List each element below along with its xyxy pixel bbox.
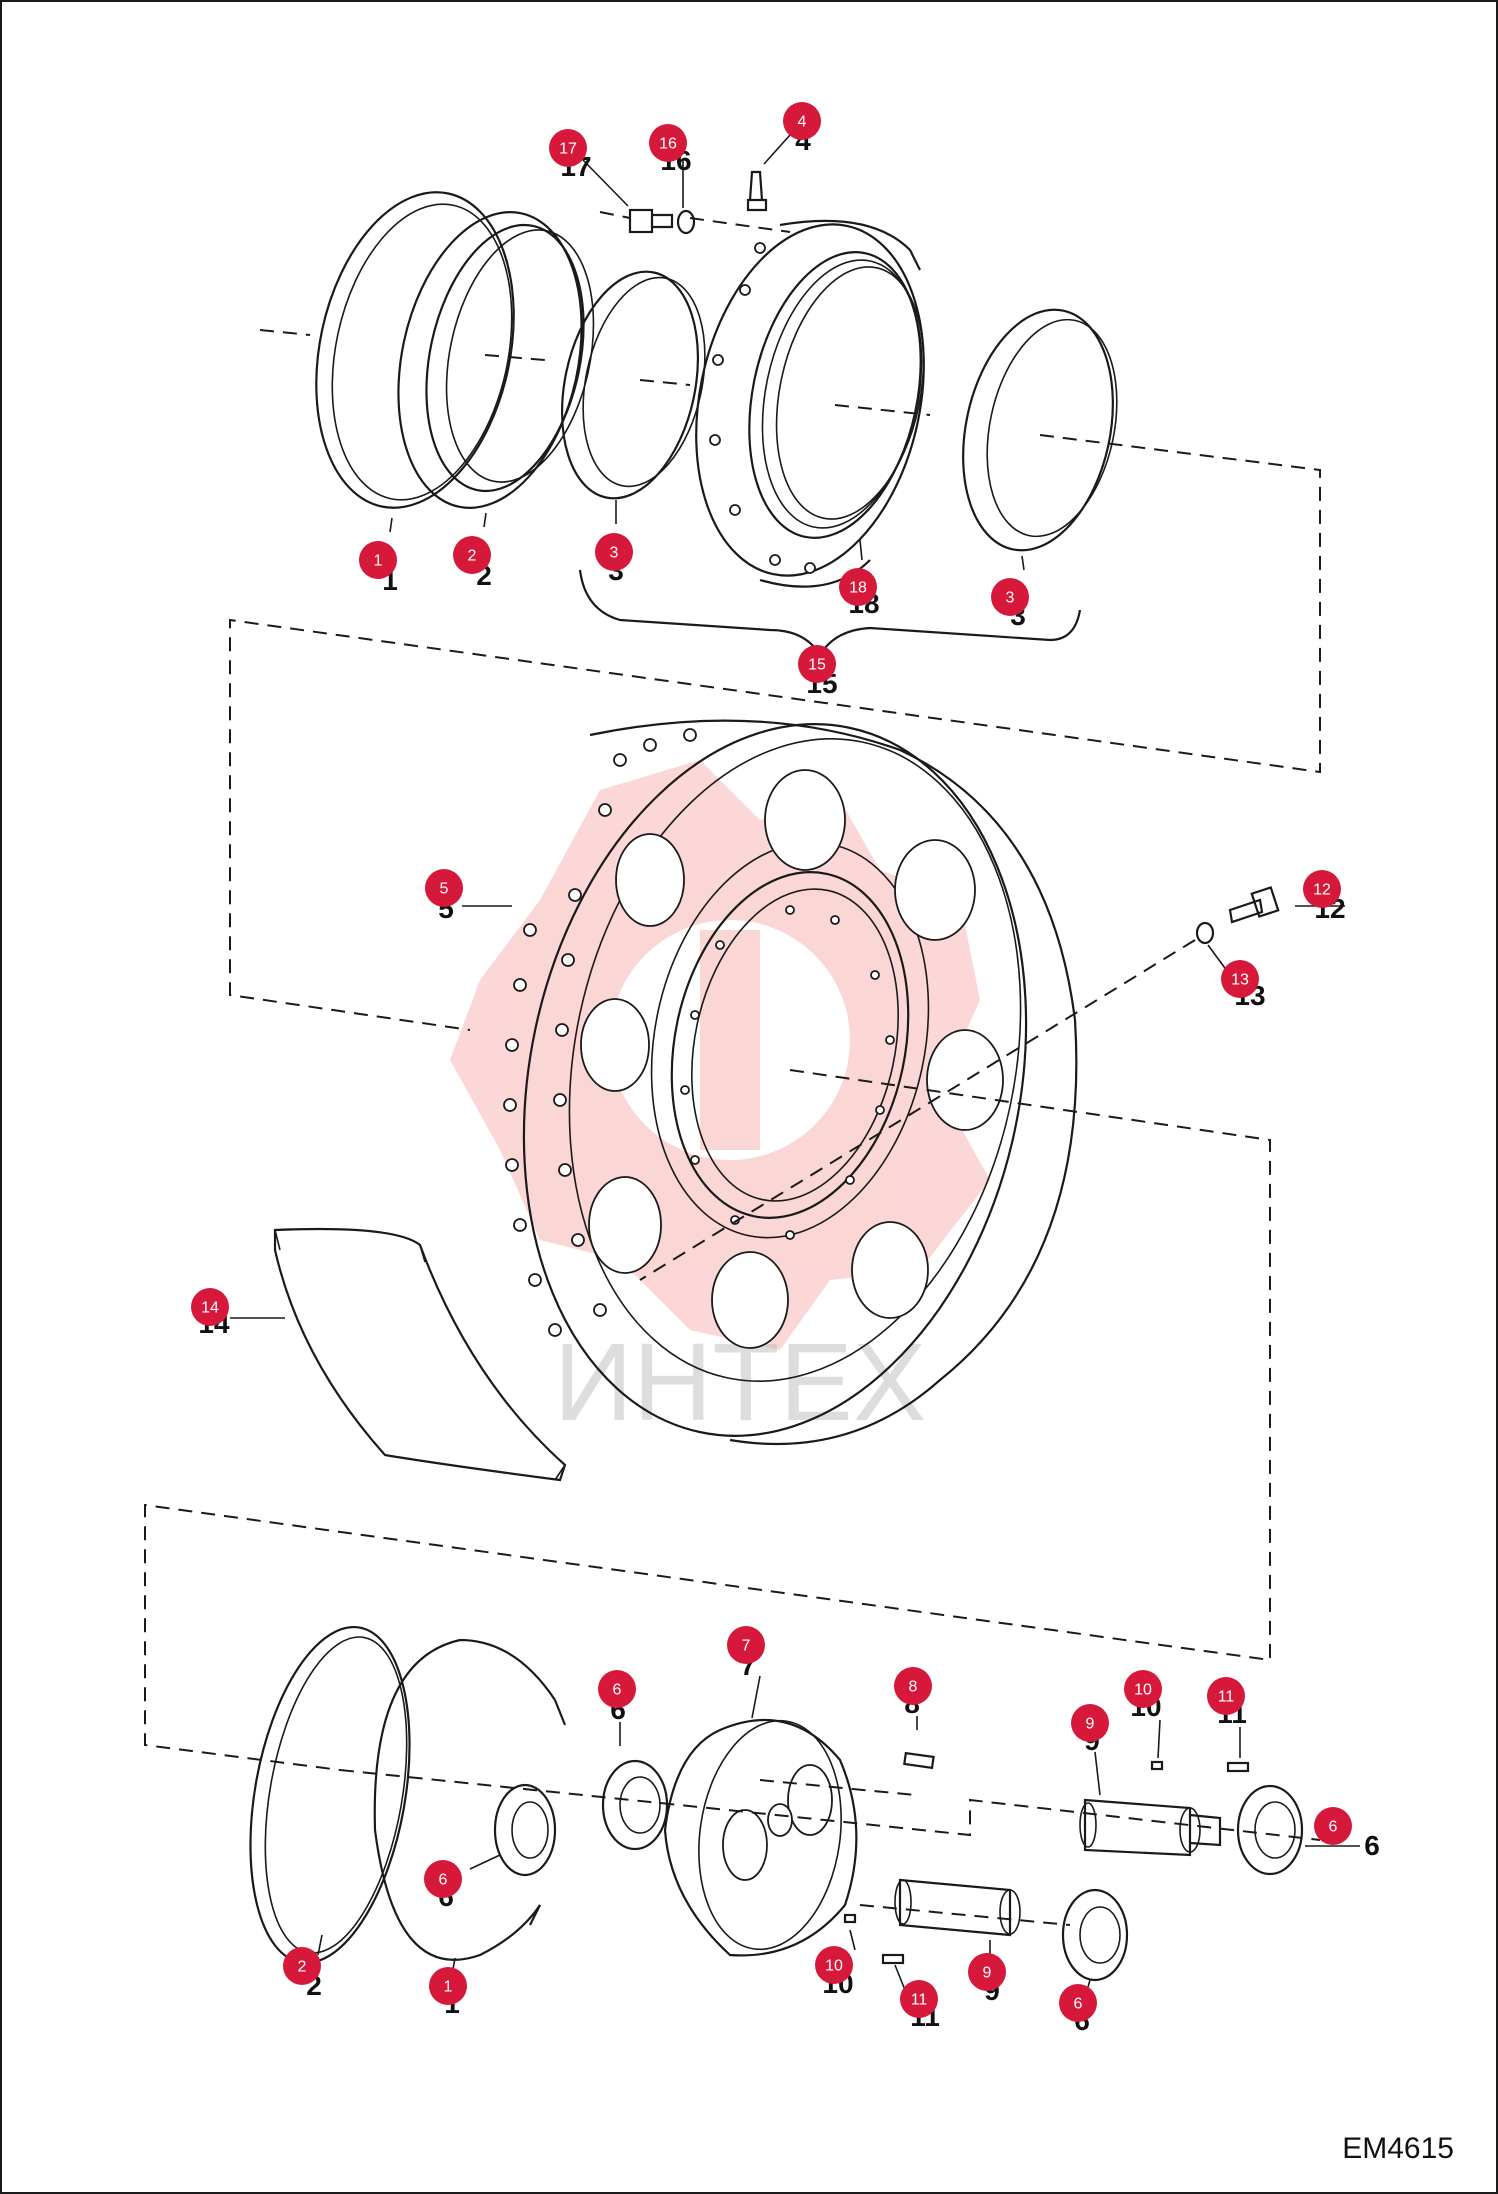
- callout-c16[interactable]: 16: [649, 124, 687, 162]
- part-2-top-seal: [397, 211, 595, 509]
- callout-c13[interactable]: 13: [1221, 960, 1259, 998]
- svg-text:16: 16: [659, 136, 677, 153]
- part-3-bearing-race-left: [560, 270, 706, 500]
- part-10-key-b: [843, 1913, 857, 1924]
- svg-text:5: 5: [440, 881, 449, 898]
- svg-text:6: 6: [1329, 1819, 1338, 1836]
- callout-c2b[interactable]: 2: [283, 1947, 321, 1985]
- callout-c10b[interactable]: 10: [815, 1946, 853, 1984]
- callout-c11a[interactable]: 11: [1207, 1677, 1245, 1715]
- assembly-path-top: [229, 329, 1321, 1031]
- part-11-key-b: [881, 1953, 905, 1965]
- part-11-key-a: [1226, 1761, 1250, 1773]
- svg-text:13: 13: [1231, 972, 1249, 989]
- svg-text:8: 8: [909, 1679, 918, 1696]
- drawing-code: EM4615: [1342, 2132, 1454, 2165]
- part-14-brake-lining: [273, 1227, 567, 1482]
- part-17-bolt: [628, 208, 674, 234]
- part-4-fitting: [746, 170, 768, 212]
- svg-text:10: 10: [825, 1958, 843, 1975]
- svg-text:1: 1: [374, 553, 383, 570]
- svg-text:11: 11: [911, 1992, 928, 2009]
- callout-c15[interactable]: 15: [798, 645, 836, 683]
- part-8-pin: [903, 1751, 935, 1770]
- svg-text:2: 2: [298, 1959, 307, 1976]
- callout-c3b[interactable]: 3: [991, 578, 1029, 616]
- watermark-logo: [450, 760, 990, 1350]
- part-1-top-ring: [315, 191, 515, 509]
- part-13-washer: [1195, 921, 1215, 945]
- callout-c2a[interactable]: 2: [453, 536, 491, 574]
- svg-text:14: 14: [201, 1300, 219, 1317]
- part-3-bearing-race-right: [962, 308, 1118, 552]
- part-7-carrier: [663, 1718, 858, 1957]
- part-1-bottom-ring: [373, 1638, 567, 1961]
- callout-c8[interactable]: 8: [894, 1667, 932, 1705]
- callout-c5[interactable]: 5: [425, 869, 463, 907]
- part-5-drum: [503, 719, 1078, 1446]
- part-12-bolt: [1228, 886, 1280, 924]
- svg-text:12: 12: [1313, 882, 1331, 899]
- part-2-bottom-seal: [249, 1625, 411, 1965]
- assembly-path-bottom: [339, 1769, 1321, 1841]
- svg-text:4: 4: [798, 114, 807, 131]
- svg-text:3: 3: [610, 545, 619, 562]
- callout-c3a[interactable]: 3: [595, 533, 633, 571]
- part-9-shaft-a: [1079, 1798, 1222, 1857]
- callout-c11b[interactable]: 11: [900, 1980, 938, 2018]
- svg-text:3: 3: [1006, 590, 1015, 607]
- callout-c9b[interactable]: 9: [968, 1953, 1006, 1991]
- svg-text:9: 9: [983, 1965, 992, 1982]
- callout-c4[interactable]: 4: [783, 102, 821, 140]
- part-6-bearing-a: [493, 1783, 557, 1877]
- svg-text:17: 17: [559, 141, 577, 158]
- svg-text:6: 6: [439, 1872, 448, 1889]
- callout-c9a[interactable]: 9: [1071, 1704, 1109, 1742]
- part-10-key-a: [1150, 1760, 1164, 1771]
- part-6-bearing-c: [1236, 1784, 1304, 1876]
- svg-text:2: 2: [468, 548, 477, 565]
- callout-c1b[interactable]: 1: [429, 1967, 467, 2005]
- part-16-washer: [676, 209, 696, 235]
- svg-text:10: 10: [1134, 1682, 1152, 1699]
- callout-c7[interactable]: 7: [727, 1626, 765, 1664]
- callout-c10a[interactable]: 10: [1124, 1670, 1162, 1708]
- callout-c18[interactable]: 18: [839, 568, 877, 606]
- callout-c6b[interactable]: 6: [1314, 1807, 1352, 1845]
- callout-c6d[interactable]: 6: [1059, 1984, 1097, 2022]
- part-18-housing: [695, 219, 925, 588]
- svg-text:1: 1: [444, 1979, 453, 1996]
- part-6-bearing-b: [601, 1759, 669, 1851]
- assembly-path-middle: [144, 1069, 1271, 1771]
- callout-c1a[interactable]: 1: [359, 541, 397, 579]
- callout-c6a[interactable]: 6: [598, 1670, 636, 1708]
- svg-text:11: 11: [1218, 1689, 1235, 1706]
- callout-c12[interactable]: 12: [1303, 870, 1341, 908]
- svg-text:6: 6: [613, 1682, 622, 1699]
- callout-c14[interactable]: 14: [191, 1288, 229, 1326]
- svg-text:6: 6: [1074, 1996, 1083, 2013]
- svg-text:7: 7: [742, 1638, 751, 1655]
- svg-text:9: 9: [1086, 1716, 1095, 1733]
- part-9-shaft-b: [894, 1878, 1021, 1937]
- svg-text:15: 15: [808, 657, 826, 674]
- callout-c17[interactable]: 17: [549, 129, 587, 167]
- svg-text:18: 18: [849, 580, 867, 597]
- part-6-bearing-d: [1061, 1888, 1129, 1982]
- part-number-p6b: 6: [1364, 1830, 1380, 1861]
- callout-c6c[interactable]: 6: [424, 1860, 462, 1898]
